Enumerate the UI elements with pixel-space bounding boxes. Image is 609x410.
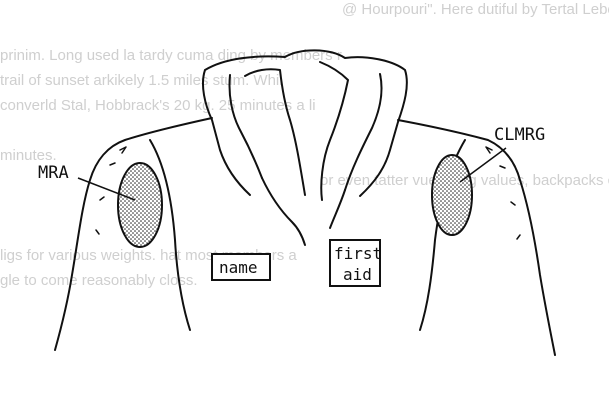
first-aid-label-line2: aid [343, 265, 372, 284]
bleed-line-2: trail of sunset arkikely 1.5 miles stum.… [0, 72, 283, 89]
mra-label: MRA [38, 163, 69, 183]
right-shoulder-line [398, 120, 555, 355]
bleed-line-3: converld Stal, Hobbrack's 20 kg. 25 minu… [0, 97, 316, 114]
first-aid-label-line1: first [334, 244, 382, 263]
name-tag-label: name [219, 258, 258, 277]
bleed-line-1: prinim. Long used la tardy cuma ding by … [0, 47, 342, 64]
shoulder-jitter-right [486, 147, 520, 239]
bleed-line-7: gle to come reasonably closs. [0, 272, 198, 289]
right-patch-clmrg [432, 155, 472, 235]
bleed-line-4: minutes. [0, 147, 57, 164]
bleed-line-0: @ Hourpouri". Here dutiful by Tertal Leb… [342, 1, 609, 18]
clmrg-label: CLMRG [494, 125, 545, 145]
left-patch-mra [118, 163, 162, 247]
